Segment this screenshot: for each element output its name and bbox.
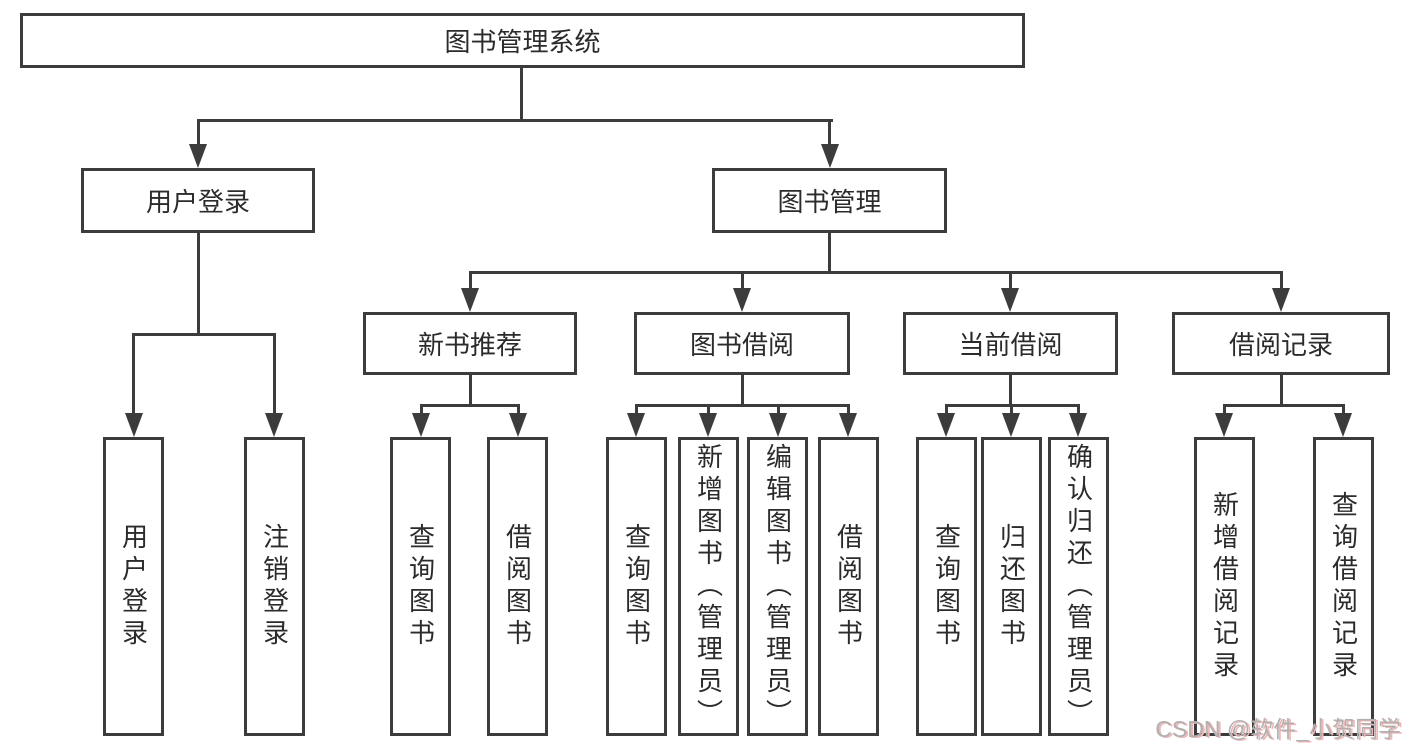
leaf-return-books: 归还图书 xyxy=(981,437,1042,736)
leaf-borrow-books: 借阅图书 xyxy=(818,437,879,736)
connector-line xyxy=(197,231,200,335)
leaf-query-books-current: 查询图书 xyxy=(916,437,977,736)
arrowhead-down-icon xyxy=(412,413,430,437)
connector-line xyxy=(517,404,520,419)
connector-line xyxy=(469,374,472,407)
leaf-confirm-return-admin: 确认归还（管理员） xyxy=(1048,437,1109,736)
connector-line xyxy=(1342,404,1345,419)
node-book-borrowing: 图书借阅 xyxy=(634,312,850,375)
arrowhead-down-icon xyxy=(461,288,479,312)
arrowhead-down-icon xyxy=(937,413,955,437)
connector-line xyxy=(828,231,831,274)
arrowhead-down-icon xyxy=(509,413,527,437)
arrowhead-down-icon xyxy=(1215,413,1233,437)
arrowhead-down-icon xyxy=(627,413,645,437)
arrowhead-down-icon xyxy=(1334,413,1352,437)
leaf-query-books-recommend: 查询图书 xyxy=(390,437,451,736)
node-current-borrowing: 当前借阅 xyxy=(903,312,1118,375)
leaf-borrow-books-recommend: 借阅图书 xyxy=(487,437,548,736)
leaf-query-borrow-record: 查询借阅记录 xyxy=(1313,437,1374,736)
connector-line xyxy=(132,333,276,336)
leaf-edit-books-admin: 编辑图书（管理员） xyxy=(747,437,808,736)
leaf-user-login: 用户登录 xyxy=(103,437,164,736)
arrowhead-down-icon xyxy=(189,144,207,168)
connector-line xyxy=(1223,404,1345,407)
arrowhead-down-icon xyxy=(699,413,717,437)
node-user-login: 用户登录 xyxy=(81,168,315,233)
node-book-management: 图书管理 xyxy=(712,168,947,233)
connector-line xyxy=(635,404,850,407)
node-book-management-system: 图书管理系统 xyxy=(20,13,1025,68)
arrowhead-down-icon xyxy=(1272,288,1290,312)
arrowhead-down-icon xyxy=(821,144,839,168)
leaf-add-books-admin: 新增图书（管理员） xyxy=(678,437,739,736)
connector-line xyxy=(520,66,523,121)
connector-line xyxy=(741,374,744,407)
connector-line xyxy=(1223,404,1226,419)
csdn-watermark: CSDN @软件_小贺同学 xyxy=(1155,716,1401,742)
connector-line xyxy=(828,119,831,148)
arrowhead-down-icon xyxy=(125,413,143,437)
connector-line xyxy=(469,271,1283,274)
node-new-book-recommendation: 新书推荐 xyxy=(363,312,577,375)
arrowhead-down-icon xyxy=(1069,413,1087,437)
connector-line xyxy=(1009,271,1012,291)
connector-line xyxy=(1280,374,1283,407)
arrowhead-down-icon xyxy=(1001,288,1019,312)
arrowhead-down-icon xyxy=(265,413,283,437)
connector-line xyxy=(197,119,200,148)
connector-line xyxy=(707,404,710,419)
connector-line xyxy=(777,404,780,419)
connector-line xyxy=(273,333,276,418)
connector-line xyxy=(1009,374,1012,407)
connector-line xyxy=(1077,404,1080,419)
arrowhead-down-icon xyxy=(733,288,751,312)
connector-line xyxy=(132,333,135,418)
connector-line xyxy=(1280,271,1283,291)
connector-line xyxy=(741,271,744,291)
arrowhead-down-icon xyxy=(1002,413,1020,437)
connector-line xyxy=(469,271,472,291)
connector-line xyxy=(1010,404,1013,419)
connector-line xyxy=(197,119,833,122)
connector-line xyxy=(945,404,948,419)
node-borrowing-records: 借阅记录 xyxy=(1172,312,1390,375)
leaf-logout: 注销登录 xyxy=(244,437,305,736)
arrowhead-down-icon xyxy=(769,413,787,437)
connector-line xyxy=(420,404,423,419)
connector-line xyxy=(635,404,638,419)
leaf-query-books-borrow: 查询图书 xyxy=(606,437,667,736)
arrowhead-down-icon xyxy=(839,413,857,437)
connector-line xyxy=(847,404,850,419)
connector-line xyxy=(420,404,520,407)
leaf-add-borrow-record: 新增借阅记录 xyxy=(1194,437,1255,736)
